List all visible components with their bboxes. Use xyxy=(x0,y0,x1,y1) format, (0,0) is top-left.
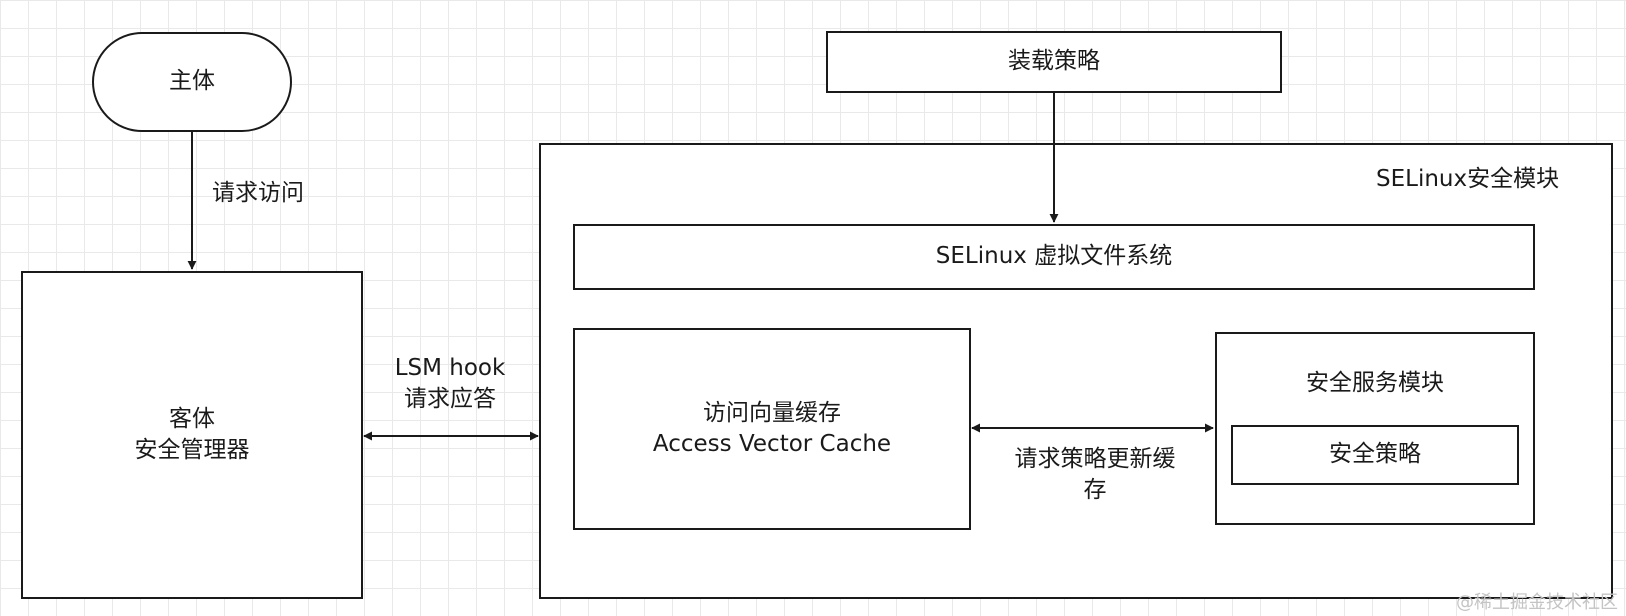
security-service-label: 安全服务模块 xyxy=(1306,370,1444,396)
selinux-module-label: SELinux安全模块 xyxy=(1376,166,1560,192)
avc-label-cn: 访问向量缓存 xyxy=(703,399,841,426)
object-label: 客体 xyxy=(169,405,215,432)
selinux-vfs-node: SELinux 虚拟文件系统 xyxy=(573,224,1535,290)
security-policy-label: 安全策略 xyxy=(1329,441,1421,468)
lsm-hook-line1: LSM hook xyxy=(394,355,506,381)
request-policy-update-label: 请求策略更新缓 存 xyxy=(985,444,1205,506)
selinux-vfs-label: SELinux 虚拟文件系统 xyxy=(935,243,1173,270)
access-vector-cache-node: 访问向量缓存 Access Vector Cache xyxy=(573,328,971,530)
avc-label-en: Access Vector Cache xyxy=(652,431,892,457)
request-policy-update-line2: 存 xyxy=(1083,477,1107,504)
security-manager-label: 安全管理器 xyxy=(134,437,250,463)
security-policy-node: 安全策略 xyxy=(1231,425,1519,485)
request-policy-update-line1: 请求策略更新缓 xyxy=(1014,446,1176,472)
load-policy-label: 装载策略 xyxy=(1008,48,1100,75)
request-access-label: 请求访问 xyxy=(212,180,304,206)
watermark: @稀土掘金技术社区 xyxy=(1456,592,1618,613)
subject-label: 主体 xyxy=(169,68,215,95)
load-policy-node: 装载策略 xyxy=(826,31,1282,93)
lsm-hook-line2: 请求应答 xyxy=(404,386,496,413)
lsm-hook-label: LSM hook 请求应答 xyxy=(370,353,530,415)
object-security-manager-node: 客体 安全管理器 xyxy=(21,271,363,599)
subject-node: 主体 xyxy=(92,32,292,132)
